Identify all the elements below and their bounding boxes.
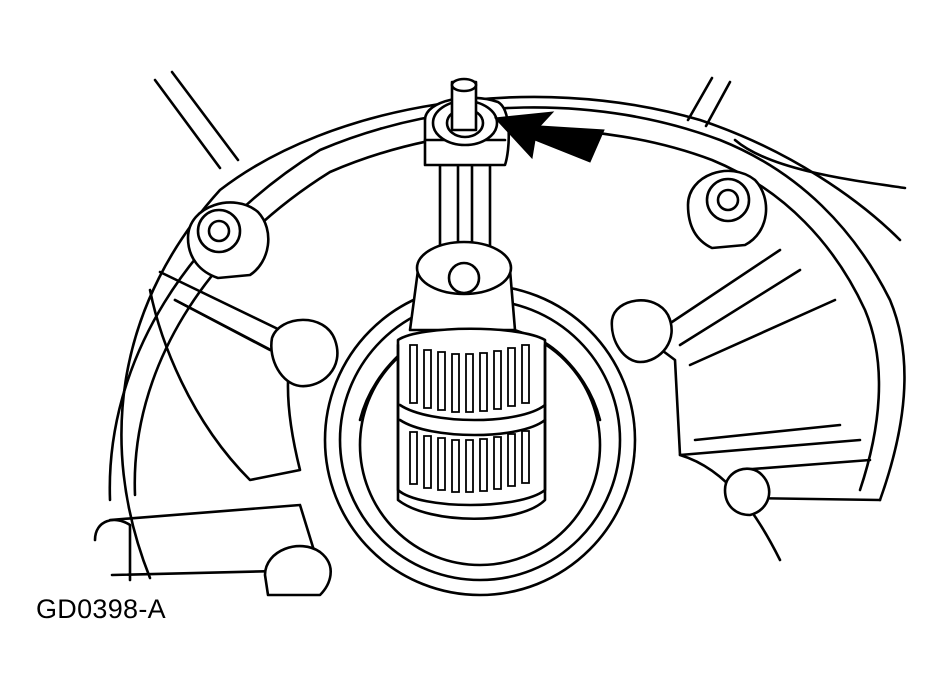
pad-right [612,300,672,362]
splined-bearing [398,329,545,519]
bolt-boss-right [688,171,766,248]
arrow-icon [495,112,604,162]
pad-left [271,320,337,386]
rib-left-pocket [150,290,300,480]
housing-top-left-rib [155,72,238,168]
rib-right-upper [660,250,800,345]
pad-lower-right [725,469,769,515]
rib-right-pocket [655,300,860,455]
rib-right-lower [680,455,880,560]
pad-lower-left-tab [95,520,130,580]
pad-lower-left [265,546,331,595]
figure-code: GD0398-A [36,594,166,624]
locating-pin [452,79,476,130]
housing-right-edge [735,140,905,188]
housing-top-right-rib [688,78,730,126]
gasket-rim-inner [135,130,879,495]
bolt-boss-left [188,203,268,278]
gasket-rim-outer [110,107,905,500]
input-shaft [410,242,515,330]
